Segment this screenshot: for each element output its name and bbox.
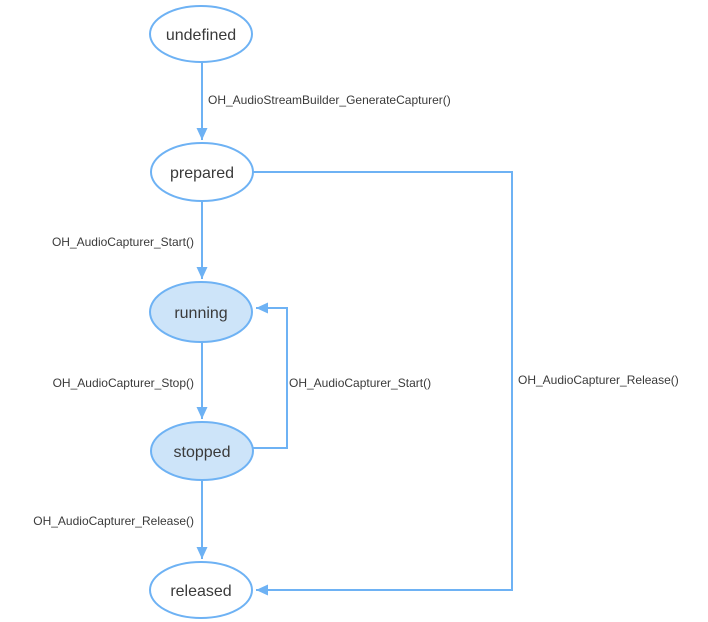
state-label-running: running: [174, 305, 227, 322]
edge-label-stop: OH_AudioCapturer_Stop(): [53, 376, 194, 390]
state-label-prepared: prepared: [170, 165, 234, 182]
state-node-prepared: prepared: [150, 142, 254, 202]
state-node-running: running: [149, 281, 253, 343]
edge-label-start-loop: OH_AudioCapturer_Start(): [289, 376, 431, 390]
state-ellipse-prepared: [150, 142, 254, 202]
edge-label-release-right: OH_AudioCapturer_Release(): [518, 373, 679, 387]
state-node-stopped: stopped: [150, 421, 254, 481]
edge-label-generate-capturer: OH_AudioStreamBuilder_GenerateCapturer(): [208, 93, 451, 107]
state-label-stopped: stopped: [174, 444, 231, 461]
edge-label-release-bottom: OH_AudioCapturer_Release(): [33, 514, 194, 528]
state-ellipse-undefined: [149, 5, 253, 63]
edge-label-start: OH_AudioCapturer_Start(): [52, 235, 194, 249]
state-node-undefined: undefined: [149, 5, 253, 63]
state-node-released: released: [149, 561, 253, 619]
edge-prepared-to-released: [252, 171, 513, 596]
edge-stopped-to-running-loop: [252, 302, 288, 449]
state-label-undefined: undefined: [166, 27, 236, 44]
state-ellipse-stopped: [150, 421, 254, 481]
state-ellipse-running: [149, 281, 253, 343]
state-ellipse-released: [149, 561, 253, 619]
state-label-released: released: [170, 583, 231, 600]
